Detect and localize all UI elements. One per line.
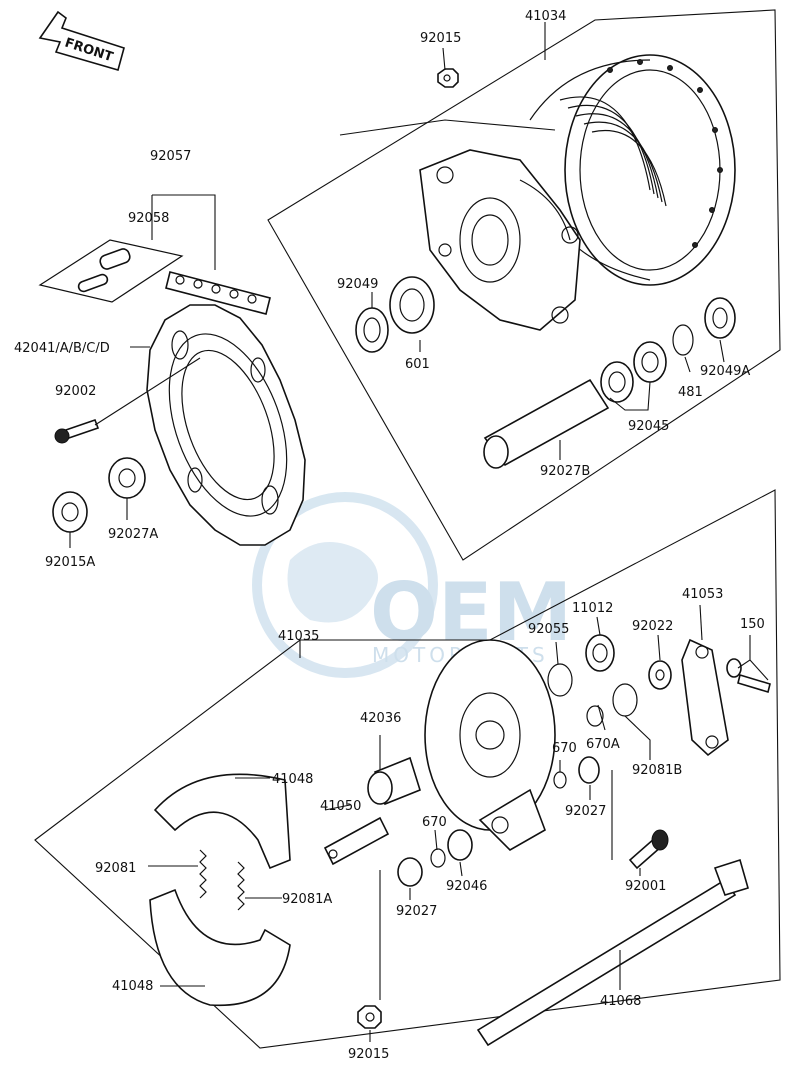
bolt-92001 <box>628 829 669 870</box>
washer-92027A <box>108 457 146 499</box>
label-41048-bottom: 41048 <box>112 979 153 994</box>
ring-92081B <box>612 683 638 717</box>
spring-92081A <box>237 861 245 911</box>
label-150: 150 <box>740 617 765 632</box>
collar-92027-b <box>397 857 423 887</box>
snap-ring-481 <box>672 324 694 356</box>
label-92001: 92001 <box>625 879 666 894</box>
seal-92055 <box>547 663 573 697</box>
label-670-a: 670 <box>552 741 577 756</box>
label-92027-b: 92027 <box>396 904 437 919</box>
nut-92015-bottom <box>357 1005 382 1029</box>
nut-92015A <box>52 491 88 533</box>
label-92027B: 92027B <box>540 464 590 479</box>
front-arrow-icon: FRONT <box>38 10 125 71</box>
collar-92046 <box>447 829 473 861</box>
cam-shaft-42036 <box>367 756 421 806</box>
label-92081B: 92081B <box>632 763 682 778</box>
label-92049: 92049 <box>337 277 378 292</box>
bolt-150 <box>726 658 771 694</box>
label-41035: 41035 <box>278 629 319 644</box>
label-92027A: 92027A <box>108 527 158 542</box>
washer-92022 <box>648 660 672 690</box>
label-92015A: 92015A <box>45 555 95 570</box>
label-670A: 670A <box>586 737 620 752</box>
sprocket-42041 <box>146 304 306 546</box>
label-92081: 92081 <box>95 861 136 876</box>
label-41053: 41053 <box>682 587 723 602</box>
label-11012: 11012 <box>572 601 613 616</box>
label-670-b: 670 <box>422 815 447 830</box>
label-92002: 92002 <box>55 384 96 399</box>
master-link-92058 <box>38 239 184 303</box>
rear-hub-drum <box>529 54 736 286</box>
label-92055: 92055 <box>528 622 569 637</box>
o-ring-670-a <box>553 771 567 789</box>
hub-flange <box>419 149 581 331</box>
arm-41053 <box>681 638 729 757</box>
spring-92081 <box>199 849 207 899</box>
label-41050: 41050 <box>320 799 361 814</box>
label-92081A: 92081A <box>282 892 332 907</box>
brake-shoe-41048-top <box>153 773 291 870</box>
bearing-92045 <box>600 341 667 403</box>
bearing-11012 <box>585 634 615 672</box>
label-41034: 41034 <box>525 9 566 24</box>
label-42041: 42041/A/B/C/D <box>14 341 110 356</box>
collar-92027-a <box>578 756 600 784</box>
label-481: 481 <box>678 385 703 400</box>
hub-assembly-box <box>267 9 781 561</box>
label-92045: 92045 <box>628 419 669 434</box>
part-labels: 41034 92015 92057 92058 92049 601 42041/… <box>14 9 765 1062</box>
spacer-92027B <box>483 378 610 469</box>
bearing-601 <box>389 276 435 334</box>
oil-seal-92049A <box>704 297 736 339</box>
label-92058: 92058 <box>128 211 169 226</box>
label-92046: 92046 <box>446 879 487 894</box>
cam-lever-41050 <box>323 816 390 866</box>
label-41048-top: 41048 <box>272 772 313 787</box>
label-41068: 41068 <box>600 994 641 1009</box>
brake-panel-41035 <box>424 639 556 851</box>
label-92049A: 92049A <box>700 364 750 379</box>
label-92027-a: 92027 <box>565 804 606 819</box>
nut-92015-top <box>437 68 459 88</box>
o-ring-670A <box>586 705 604 727</box>
axle-41068 <box>476 858 749 1047</box>
oil-seal-92049 <box>355 307 389 353</box>
o-ring-670-b <box>430 848 446 868</box>
chain-92057 <box>165 271 271 315</box>
label-92057: 92057 <box>150 149 191 164</box>
label-92015-bottom: 92015 <box>348 1047 389 1062</box>
bolt-92002 <box>54 418 100 444</box>
label-92022: 92022 <box>632 619 673 634</box>
watermark: OEM MOTORPARTS <box>252 492 572 678</box>
label-601: 601 <box>405 357 430 372</box>
leader-lines <box>69 22 769 1042</box>
label-92015-top: 92015 <box>420 31 461 46</box>
brake-shoe-41048-bottom <box>149 888 291 1007</box>
label-42036: 42036 <box>360 711 401 726</box>
